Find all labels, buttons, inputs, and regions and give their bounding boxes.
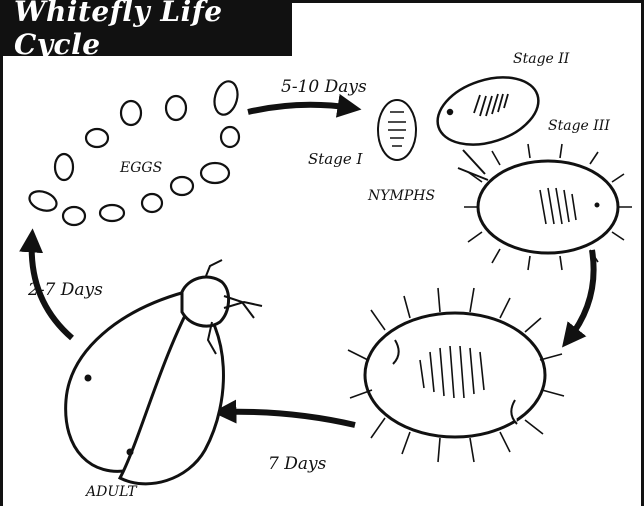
stage2-label: Stage II xyxy=(513,51,569,67)
pupa-icon xyxy=(348,288,564,462)
nymphs-label: NYMPHS xyxy=(368,188,435,204)
stage1-nymph-icon xyxy=(378,100,416,160)
egg-icon xyxy=(221,127,239,147)
egg-icon xyxy=(201,163,229,183)
stage3-nymph-icon xyxy=(458,144,632,270)
egg-icon xyxy=(27,188,59,214)
duration-eggs-to-nymph: 5-10 Days xyxy=(281,77,367,97)
egg-icon xyxy=(142,194,162,212)
stage3-label: Stage III xyxy=(548,118,610,134)
egg-icon xyxy=(121,101,141,125)
egg-icon xyxy=(211,79,241,118)
cycle-arrow-icon xyxy=(568,250,594,340)
egg-icon xyxy=(86,129,108,147)
duration-adult-to-eggs: 2-7 Days xyxy=(28,280,103,300)
eggs-label: EGGS xyxy=(120,160,162,176)
cycle-arrow-icon xyxy=(222,412,355,425)
stage2-nymph-icon xyxy=(429,65,547,156)
duration-pupa-to-adult: 7 Days xyxy=(268,454,326,474)
eggs-cluster xyxy=(27,79,241,225)
egg-icon xyxy=(55,154,73,180)
egg-icon xyxy=(171,177,193,195)
stage1-label: Stage I xyxy=(308,150,362,168)
egg-icon xyxy=(166,96,186,120)
page-title: Whitefly Life Cycle xyxy=(0,0,292,56)
cycle-arrow-icon xyxy=(248,105,352,112)
egg-icon xyxy=(63,207,85,225)
adult-label: ADULT xyxy=(86,484,137,500)
egg-icon xyxy=(100,205,124,221)
